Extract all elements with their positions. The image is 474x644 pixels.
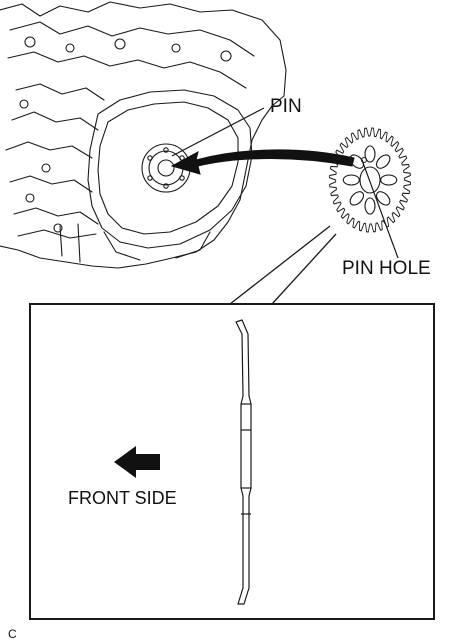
gear-lightening-hole	[342, 174, 360, 186]
engine-block-illustration	[0, 1, 287, 269]
pin-label: PIN	[270, 96, 302, 117]
front-side-label: FRONT SIDE	[68, 488, 177, 508]
gear-teeth	[328, 127, 412, 233]
gear-lightening-hole	[375, 191, 391, 206]
figure-code-label: C	[8, 627, 17, 641]
gear-lightening-hole	[349, 154, 365, 169]
left-arrow-icon	[114, 446, 160, 478]
gear-cross-section	[235, 319, 252, 605]
pin-hole-label: PIN HOLE	[342, 258, 431, 279]
gear-lightening-hole	[375, 154, 391, 169]
zoom-callout-lines	[229, 225, 337, 305]
gear-pin-hole	[360, 156, 368, 164]
install-direction-arrow	[170, 149, 355, 175]
gear-hub	[359, 166, 381, 194]
gear-lightening-hole	[380, 174, 398, 186]
gear-lightening-hole	[364, 197, 376, 215]
gear-icon	[328, 127, 412, 233]
pin-hole-leader-line	[361, 159, 399, 259]
gear-lightening-hole	[349, 191, 365, 206]
pin-leader-line	[171, 107, 265, 157]
detail-view-frame	[29, 303, 435, 620]
gear-lightening-hole	[364, 145, 376, 163]
